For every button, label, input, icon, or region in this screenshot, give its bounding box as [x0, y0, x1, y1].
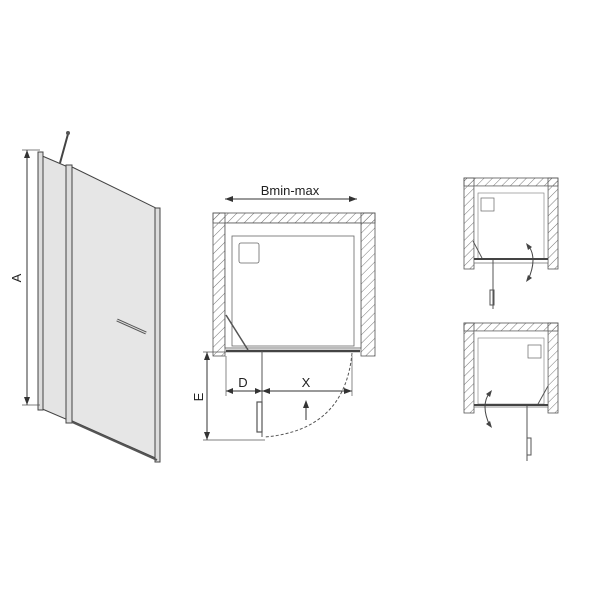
dimension-x-label: X [302, 375, 311, 390]
dimension-a-label: A [9, 273, 24, 282]
plan-view-dimensions: Bmin-max D X E [191, 183, 376, 441]
handle-icon [116, 318, 147, 335]
door-isometric-view: A [9, 131, 161, 463]
dimension-e-label: E [191, 392, 206, 401]
dimension-b-label: Bmin-max [261, 183, 320, 198]
plan-view-right-hinge [463, 322, 559, 461]
plan-view-left-hinge [463, 177, 559, 309]
dimension-d-label: D [238, 375, 247, 390]
